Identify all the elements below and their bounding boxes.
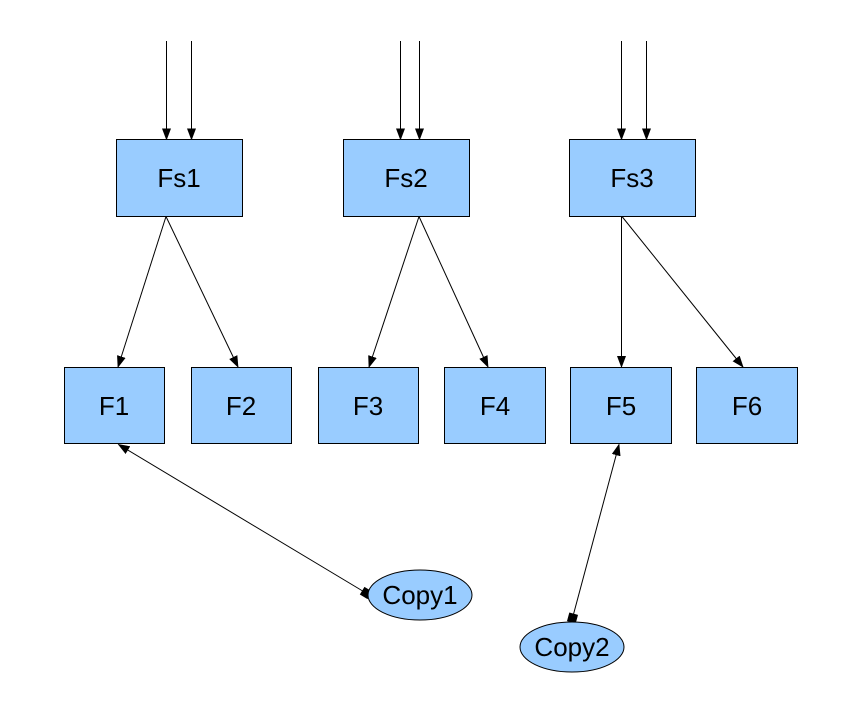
- node-copy1-ellipse: [367, 569, 473, 621]
- node-fs3: Fs3: [569, 139, 696, 217]
- node-fs2: Fs2: [343, 139, 470, 217]
- node-f3: F3: [318, 367, 419, 444]
- node-f3-label: F3: [353, 391, 383, 421]
- node-f4-box: [444, 367, 546, 444]
- node-f2-label: F2: [226, 391, 256, 421]
- node-fs3-box: [569, 139, 696, 217]
- node-f6-box: [696, 367, 798, 444]
- node-fs1-box: [116, 139, 243, 217]
- node-f6: F6: [696, 367, 798, 444]
- node-f2-box: [191, 367, 292, 444]
- node-f5: F5: [570, 367, 672, 444]
- node-f5-label: F5: [606, 391, 636, 421]
- edge-fs3-f6: [621, 216, 744, 368]
- node-f5-box: [570, 367, 672, 444]
- node-f1: F1: [64, 367, 165, 444]
- node-fs3-label: Fs3: [610, 163, 653, 193]
- node-copy2-label: Copy2: [534, 632, 609, 662]
- node-fs2-label: Fs2: [384, 163, 427, 193]
- node-f2: F2: [191, 367, 292, 444]
- node-copy1: Copy1: [367, 569, 473, 621]
- node-f6-label: F6: [732, 391, 762, 421]
- node-f3-box: [318, 367, 419, 444]
- node-copy2: Copy2: [519, 621, 625, 673]
- node-f1-label: F1: [99, 391, 129, 421]
- node-fs1: Fs1: [116, 139, 243, 217]
- node-f4-label: F4: [480, 391, 510, 421]
- edge-fs1-f1: [117, 216, 167, 368]
- edge-copy2-f5: [566, 443, 621, 624]
- edge-fs2-f4: [418, 216, 489, 368]
- node-f4: F4: [444, 367, 546, 444]
- node-f1-box: [64, 367, 165, 444]
- node-copy2-ellipse: [519, 621, 625, 673]
- node-fs1-label: Fs1: [157, 163, 200, 193]
- edge-fs1-f2: [165, 216, 239, 368]
- node-fs2-box: [343, 139, 470, 217]
- edge-fs2-f3: [368, 216, 420, 368]
- node-copy1-label: Copy1: [382, 580, 457, 610]
- edge-copy1-f1: [117, 443, 373, 600]
